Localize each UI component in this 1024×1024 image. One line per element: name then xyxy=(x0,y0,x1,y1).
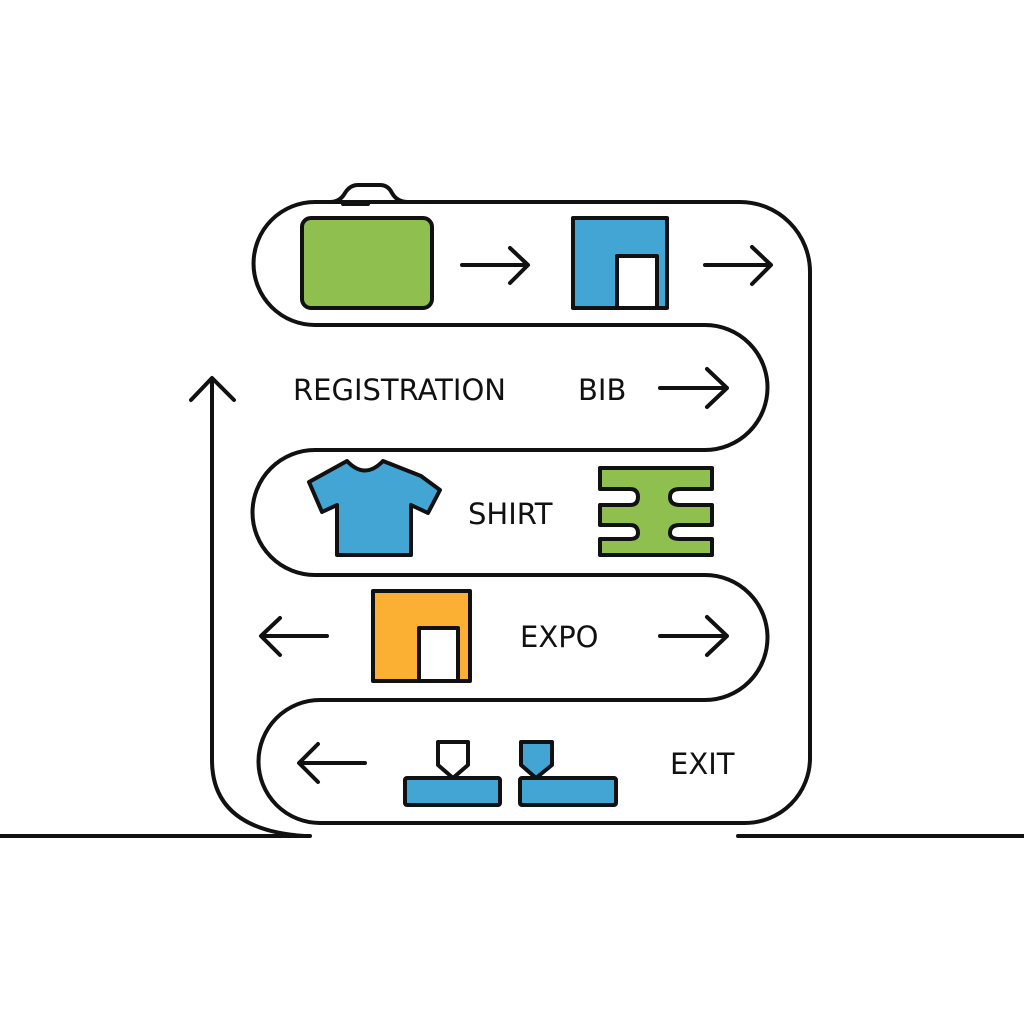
arrow-left-icon xyxy=(259,616,329,657)
arrow-right-icon xyxy=(460,246,530,285)
bib-booth-icon xyxy=(571,216,669,310)
registration-card-icon xyxy=(300,216,434,310)
arrow-right-icon xyxy=(658,615,729,657)
exit-stamp-filled-icon xyxy=(518,740,618,807)
label-bib: BIB xyxy=(578,373,626,407)
return-arrow-line xyxy=(210,378,307,838)
arrow-right-icon xyxy=(658,367,729,409)
arrow-left-icon xyxy=(297,742,367,784)
exit-stamp-icon xyxy=(403,740,502,807)
serpentine-path xyxy=(250,200,812,825)
label-registration: REGISTRATION xyxy=(293,373,506,407)
label-exit: EXIT xyxy=(670,747,735,781)
puzzle-piece-icon xyxy=(598,466,714,557)
label-shirt: SHIRT xyxy=(468,497,553,531)
tab-icon xyxy=(328,183,410,204)
label-expo: EXPO xyxy=(520,620,599,654)
arrow-up-icon xyxy=(189,376,236,402)
shirt-icon xyxy=(307,459,442,557)
arrow-right-icon xyxy=(703,245,773,286)
expo-booth-icon xyxy=(371,589,472,683)
